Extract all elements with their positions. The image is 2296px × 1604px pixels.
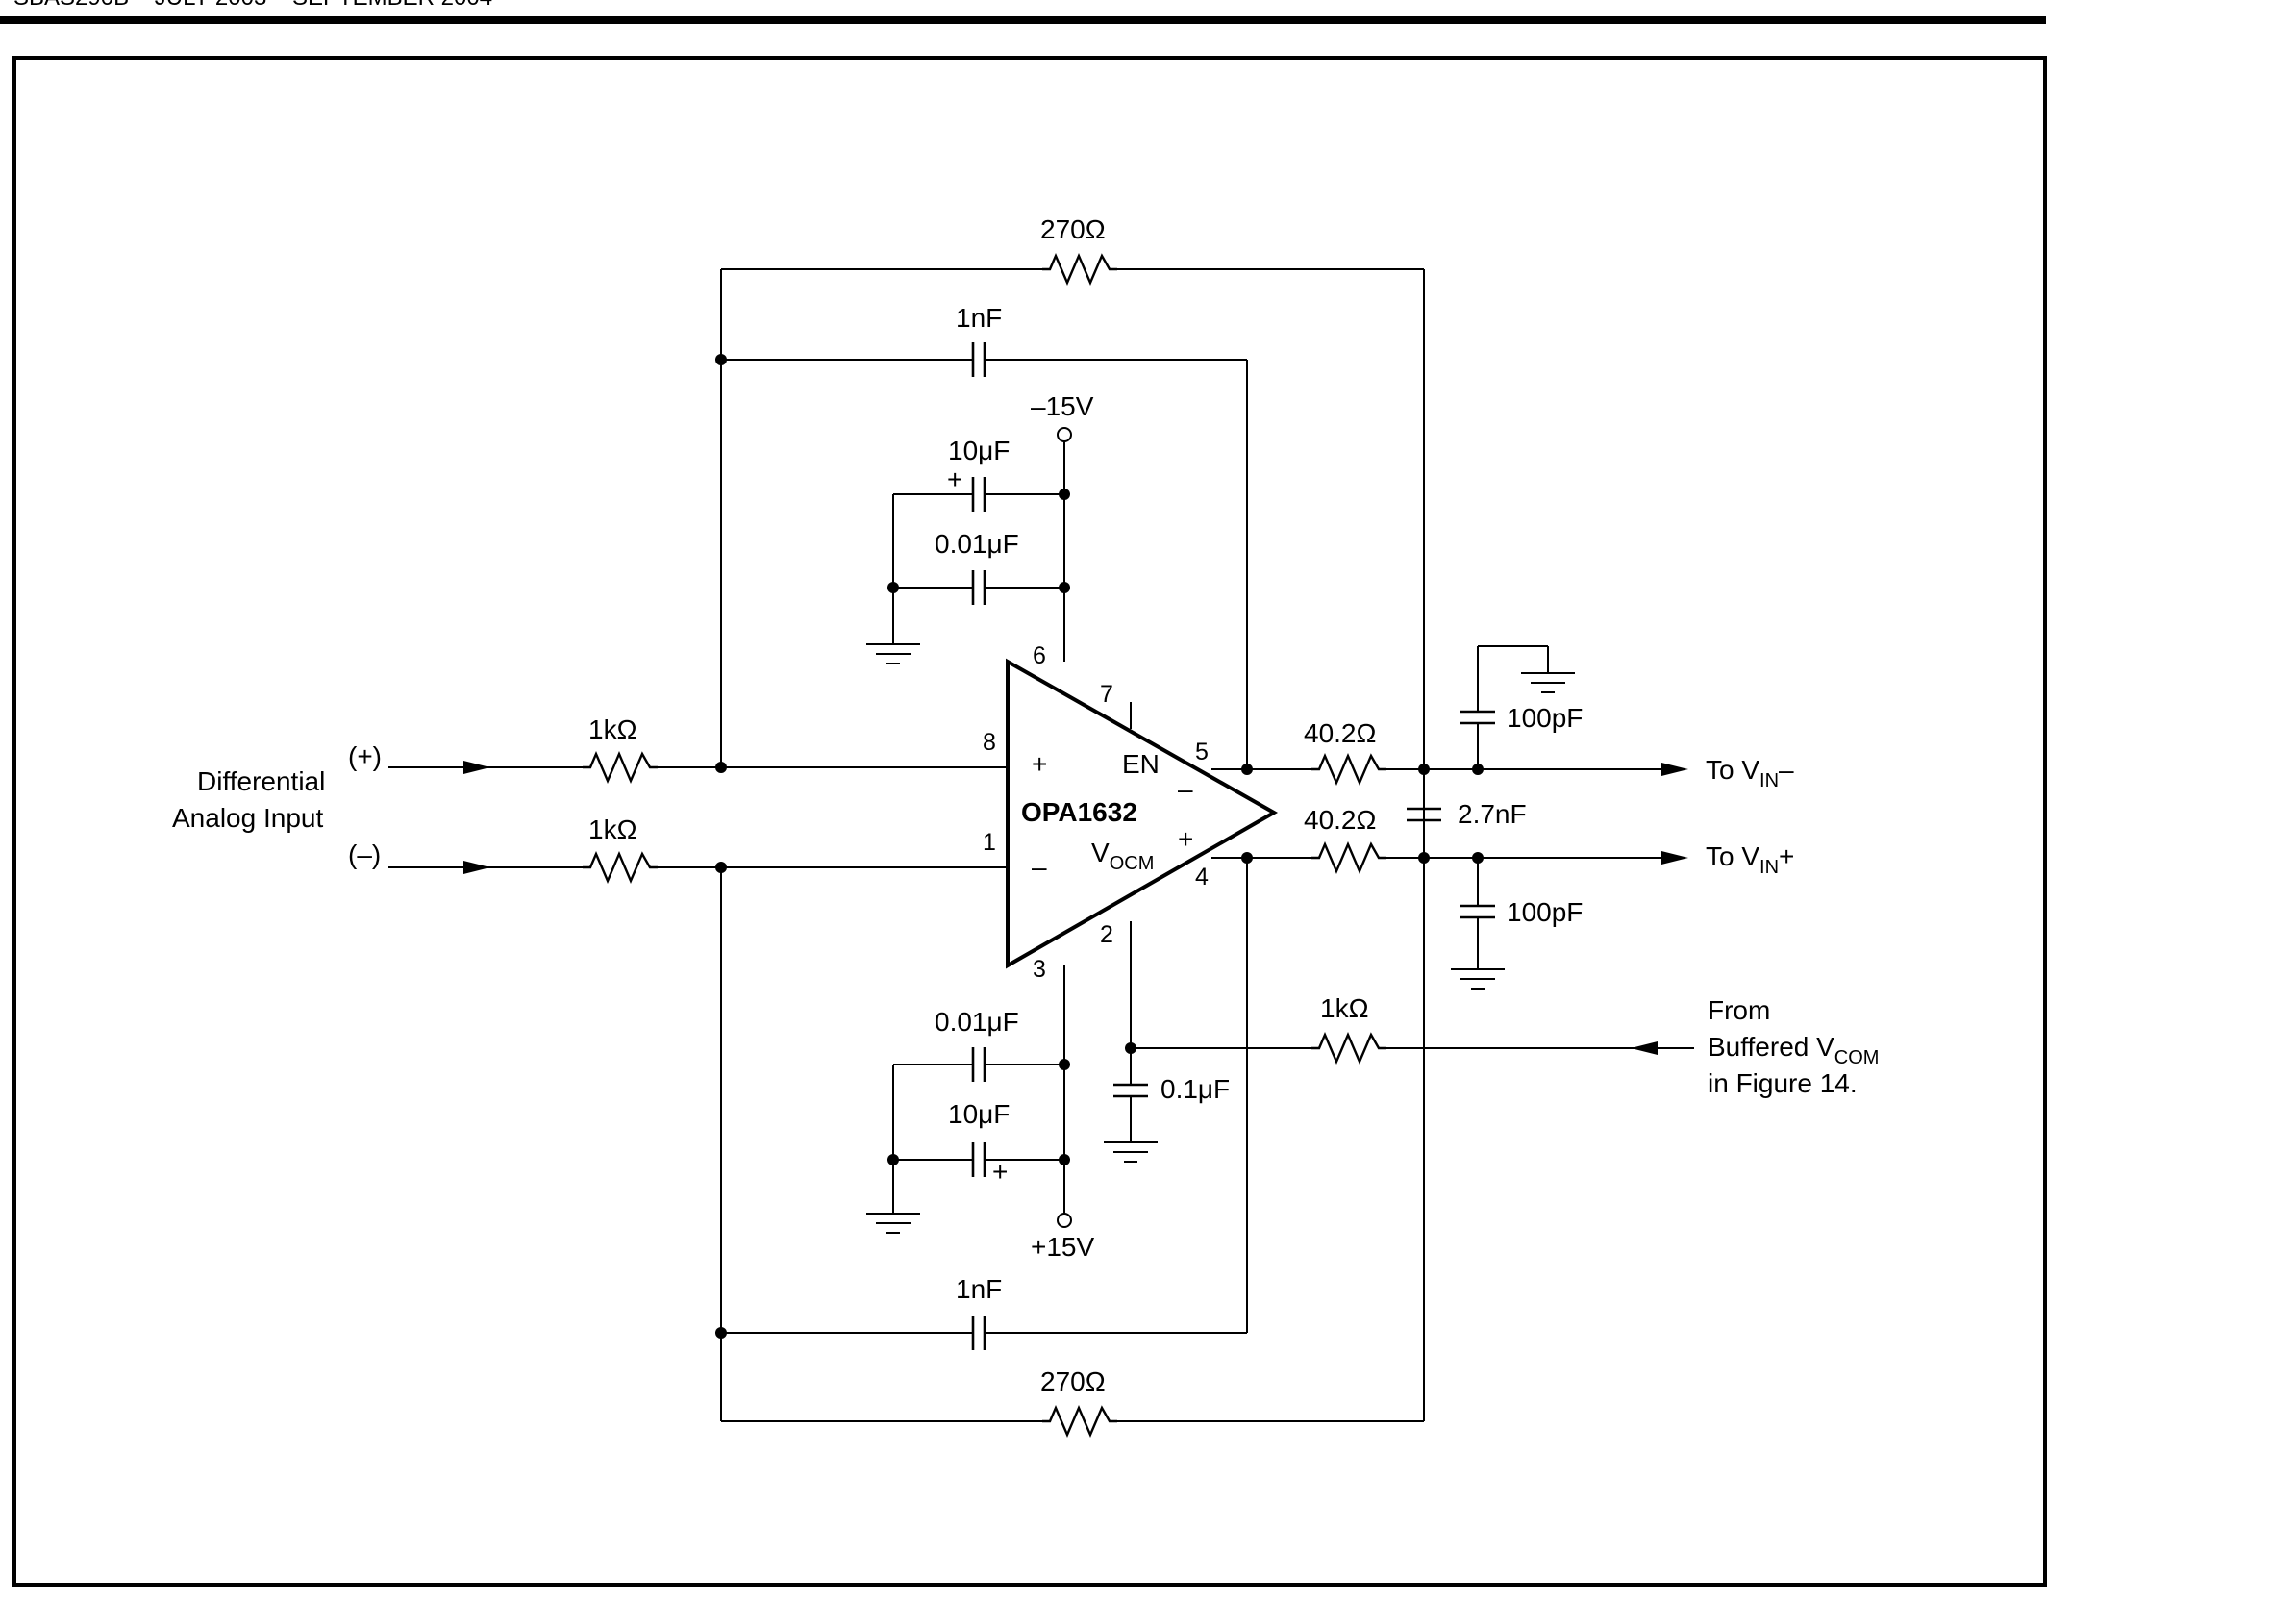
pin-7-label: 7: [1100, 681, 1113, 708]
input-label-line1: Differential: [197, 766, 325, 796]
header-rule: [0, 16, 2046, 24]
bottom-feedback-capacitor: [720, 858, 1248, 1421]
pin-4-label: 4: [1195, 864, 1209, 890]
output-resistor-top-label: 40.2Ω: [1304, 718, 1376, 748]
output-resistor-bottom-label: 40.2Ω: [1304, 805, 1376, 835]
amplifier-name: OPA1632: [1021, 797, 1137, 827]
input-minus-label: (–): [348, 840, 381, 869]
vcom-source-line3: in Figure 14.: [1708, 1068, 1858, 1098]
input-minus-wire: [388, 852, 1008, 883]
positive-electrolytic-cap-label: 10μF: [948, 1099, 1010, 1129]
negative-electrolytic-cap-label: 10μF: [948, 436, 1010, 465]
input-plus-wire: [388, 752, 1008, 783]
pin-6-label: 6: [1033, 642, 1046, 669]
vcom-capacitor-label: 0.1μF: [1160, 1074, 1230, 1104]
output-plus-wire: [1211, 842, 1688, 873]
top-feedback-capacitor: [721, 342, 1248, 769]
input-label-line2: Analog Input: [172, 803, 323, 833]
negative-supply-decoupling: [865, 441, 1065, 664]
opa1632-amplifier: [1006, 658, 1279, 969]
figure-frame: [12, 56, 2047, 1587]
input-resistor-bottom-label: 1kΩ: [588, 815, 637, 844]
positive-supply-decoupling: [865, 965, 1065, 1234]
vcom-resistor-label: 1kΩ: [1320, 993, 1369, 1023]
top-feedback-resistor-label: 270Ω: [1040, 214, 1106, 244]
to-vin-minus-label: To VIN–: [1706, 755, 1794, 791]
amp-minus-input-sign: –: [1032, 852, 1047, 882]
junction-dots: [715, 354, 1484, 1339]
output-bottom-capacitor-label: 100pF: [1507, 897, 1583, 927]
output-differential-capacitor: [1407, 807, 1441, 822]
amp-output-plus-sign: +: [1178, 824, 1193, 854]
positive-electrolytic-polarity: +: [992, 1157, 1008, 1187]
to-vin-plus-label: To VIN+: [1706, 841, 1794, 878]
input-resistor-top-label: 1kΩ: [588, 714, 637, 744]
vcom-source-line1: From: [1708, 995, 1770, 1025]
output-minus-wire: [1211, 754, 1688, 785]
top-feedback-resistor: [720, 254, 1425, 1421]
pin-1-label: 1: [983, 829, 996, 856]
vocm-network: [1103, 921, 1694, 1163]
pin-8-label: 8: [983, 729, 996, 756]
output-top-capacitor-label: 100pF: [1507, 703, 1583, 733]
output-bottom-capacitor: [1450, 858, 1506, 990]
vcom-source-line2: Buffered VCOM: [1708, 1032, 1879, 1068]
amp-vocm-label: VOCM: [1091, 838, 1154, 874]
bottom-feedback-capacitor-label: 1nF: [956, 1274, 1002, 1304]
pin-3-label: 3: [1033, 956, 1046, 983]
positive-rail-terminal: [1057, 1213, 1072, 1228]
input-plus-label: (+): [348, 741, 382, 771]
pin-2-label: 2: [1100, 921, 1113, 948]
output-differential-capacitor-label: 2.7nF: [1458, 799, 1527, 829]
amp-output-minus-sign: –: [1178, 774, 1193, 804]
negative-ceramic-cap-label: 0.01μF: [935, 529, 1019, 559]
negative-electrolytic-polarity: +: [947, 464, 962, 494]
negative-rail-label: –15V: [1031, 391, 1094, 421]
top-feedback-capacitor-label: 1nF: [956, 303, 1002, 333]
output-top-capacitor: [1460, 645, 1576, 769]
amp-en-label: EN: [1122, 749, 1160, 779]
document-header: SBAS290B – JULY 2003 – SEPTEMBER 2004: [13, 0, 492, 12]
amp-plus-input-sign: +: [1032, 749, 1047, 779]
positive-rail-label: +15V: [1031, 1232, 1094, 1262]
positive-ceramic-cap-label: 0.01μF: [935, 1007, 1019, 1037]
pin-5-label: 5: [1195, 739, 1209, 765]
negative-rail-terminal: [1057, 427, 1072, 442]
bottom-feedback-resistor: [721, 1406, 1424, 1437]
bottom-feedback-resistor-label: 270Ω: [1040, 1366, 1106, 1396]
